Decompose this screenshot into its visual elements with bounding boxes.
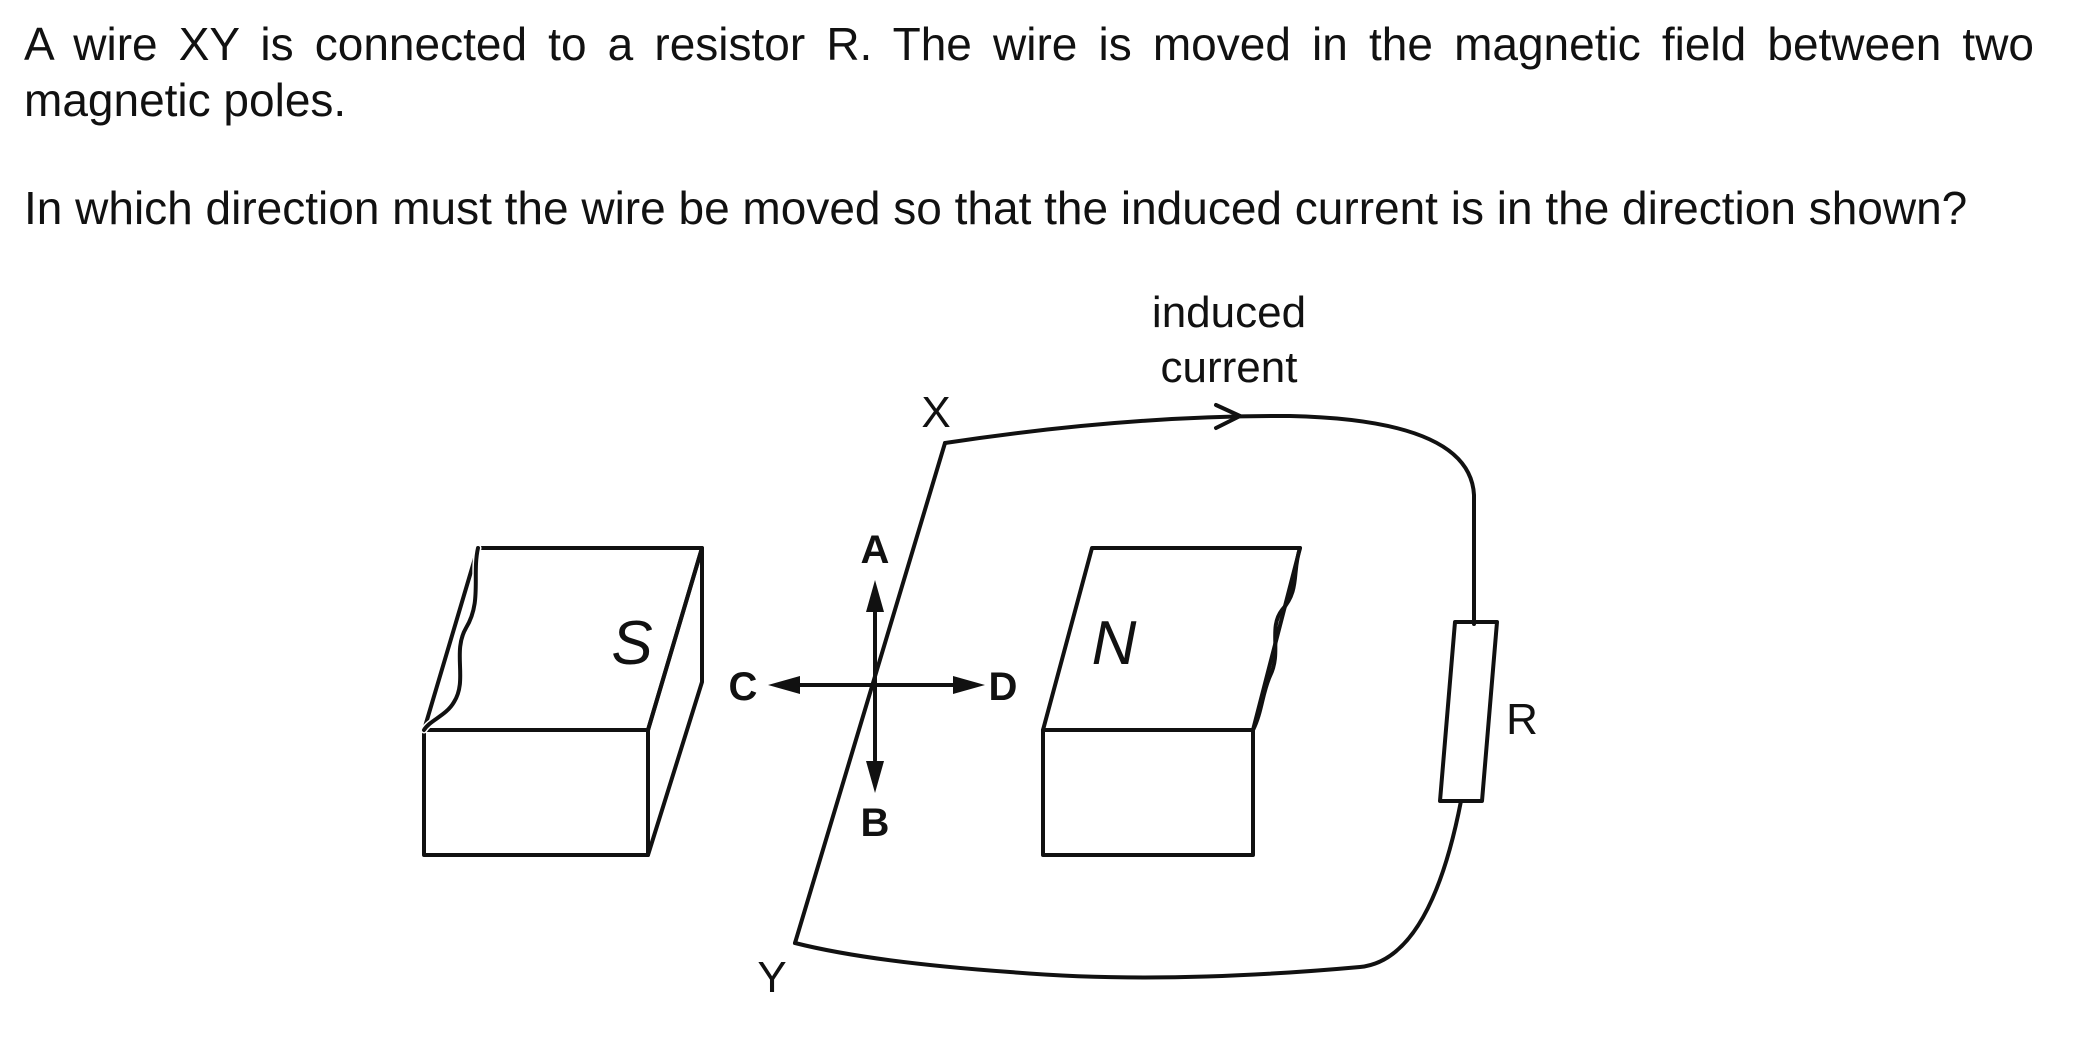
north-magnet	[1041, 546, 1302, 857]
direction-label-b: B	[861, 801, 890, 845]
south-pole-label: S	[611, 609, 652, 678]
wire-xy	[793, 441, 947, 945]
south-magnet-top-face	[422, 546, 704, 732]
question-text: A wire XY is connected to a resistor R. …	[24, 16, 2034, 236]
induced-current-label-line-2: current	[1161, 343, 1298, 392]
resistor-r	[1438, 620, 1499, 803]
south-magnet-front-face	[422, 728, 650, 857]
resistor-label: R	[1506, 695, 1538, 744]
direction-label-c: C	[729, 665, 758, 709]
south-magnet-broken-edge-outline	[422, 546, 480, 732]
north-pole-label: N	[1092, 609, 1137, 678]
arrowhead-a	[866, 580, 884, 612]
direction-label-d: D	[989, 665, 1018, 709]
question-paragraph-prompt: In which direction must the wire be move…	[24, 182, 1968, 234]
question-paragraph-setup: A wire XY is connected to a resistor R. …	[24, 18, 2034, 126]
south-magnet-side-face	[646, 546, 704, 857]
north-magnet-front-face	[1041, 728, 1255, 857]
direction-label-a: A	[861, 528, 890, 572]
circuit-loop	[793, 403, 1499, 980]
top-conductor	[943, 413, 1476, 626]
arrowhead-c	[768, 676, 800, 694]
wire-end-label-y: Y	[757, 953, 786, 1002]
wire-end-label-x: X	[921, 388, 950, 437]
bottom-conductor	[793, 799, 1463, 980]
arrowhead-d	[953, 676, 985, 694]
induced-current-arrowhead	[1214, 403, 1242, 430]
induced-current-label-line-1: induced	[1152, 288, 1306, 337]
south-magnet	[420, 544, 704, 857]
arrowhead-b	[866, 761, 884, 793]
north-magnet-broken-edge	[1251, 546, 1302, 732]
direction-arrows	[798, 608, 957, 762]
